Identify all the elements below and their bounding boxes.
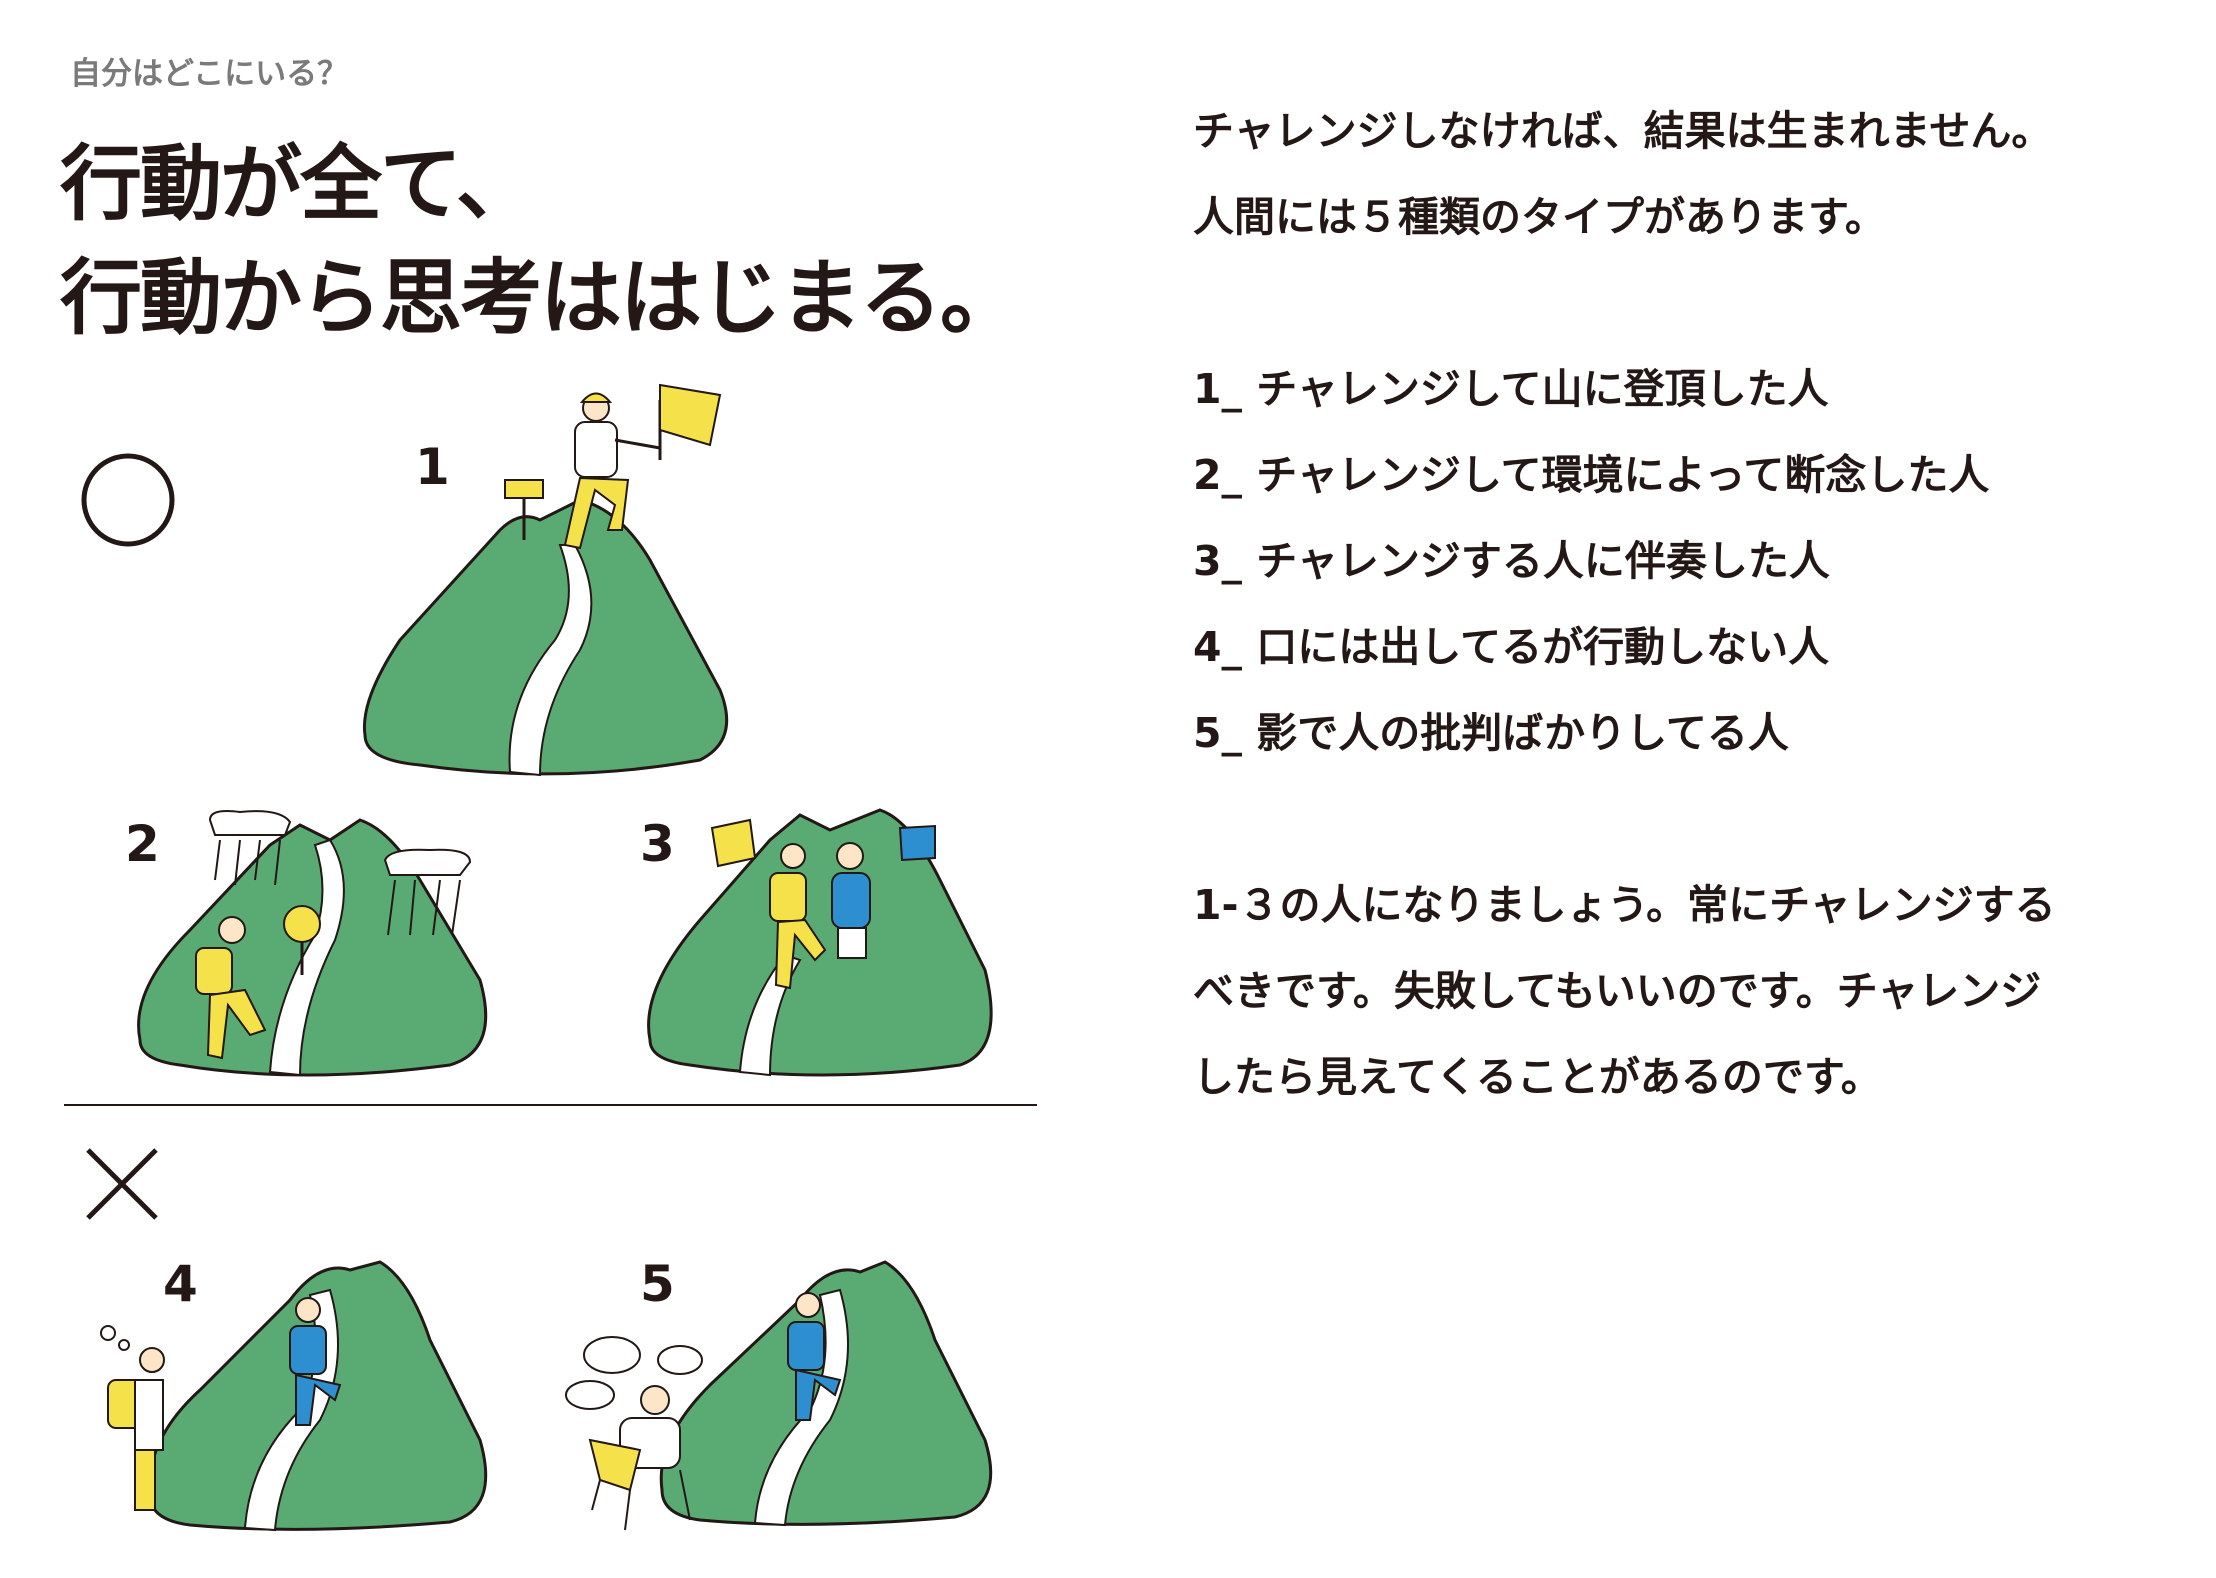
type-item: 1_ チャレンジして山に登頂した人 bbox=[1193, 365, 1829, 413]
type-item: 4_ 口には出してるが行動しない人 bbox=[1193, 623, 1830, 671]
intro-line: 人間には５種類のタイプがあります。 bbox=[1193, 193, 1886, 241]
explanation-text: チャレンジしなければ、結果は生まれません。 人間には５種類のタイプがあります。 … bbox=[1193, 88, 2056, 1120]
mountain-2 bbox=[137, 810, 488, 1077]
type-item: 3_ チャレンジする人に伴奏した人 bbox=[1193, 537, 1830, 585]
type-number-5: 5 bbox=[640, 1255, 675, 1313]
bad-cross-icon bbox=[86, 1148, 158, 1220]
conclusion-line: 1-３の人になりましょう。常にチャレンジする bbox=[1193, 881, 2056, 929]
mountain-1 bbox=[362, 383, 729, 777]
type-item: 2_ チャレンジして環境によって断念した人 bbox=[1193, 451, 1990, 499]
mountain-4 bbox=[100, 1260, 488, 1532]
mountain-5 bbox=[565, 1260, 993, 1531]
conclusion-line: したら見えてくることがあるのです。 bbox=[1193, 1053, 1882, 1101]
good-circle-icon bbox=[81, 453, 175, 547]
title-line-2: 行動から思考ははじまる。 bbox=[60, 251, 1022, 346]
type-item: 5_ 影で人の批判ばかりしてる人 bbox=[1193, 709, 1789, 757]
type-number-1: 1 bbox=[415, 438, 450, 496]
type-number-3: 3 bbox=[640, 815, 675, 873]
climber-figure bbox=[563, 392, 661, 550]
page-title: 行動が全て、 行動から思考ははじまる。 bbox=[60, 128, 1022, 356]
subtitle: 自分はどこにいる？ bbox=[70, 56, 349, 92]
type-number-4: 4 bbox=[163, 1255, 198, 1313]
type-number-2: 2 bbox=[125, 815, 160, 873]
mountain-3 bbox=[647, 808, 993, 1077]
conclusion-line: べきです。失敗してもいいのです。チャレンジ bbox=[1193, 967, 2042, 1015]
intro-line: チャレンジしなければ、結果は生まれません。 bbox=[1193, 107, 2053, 155]
title-line-1: 行動が全て、 bbox=[60, 137, 538, 232]
